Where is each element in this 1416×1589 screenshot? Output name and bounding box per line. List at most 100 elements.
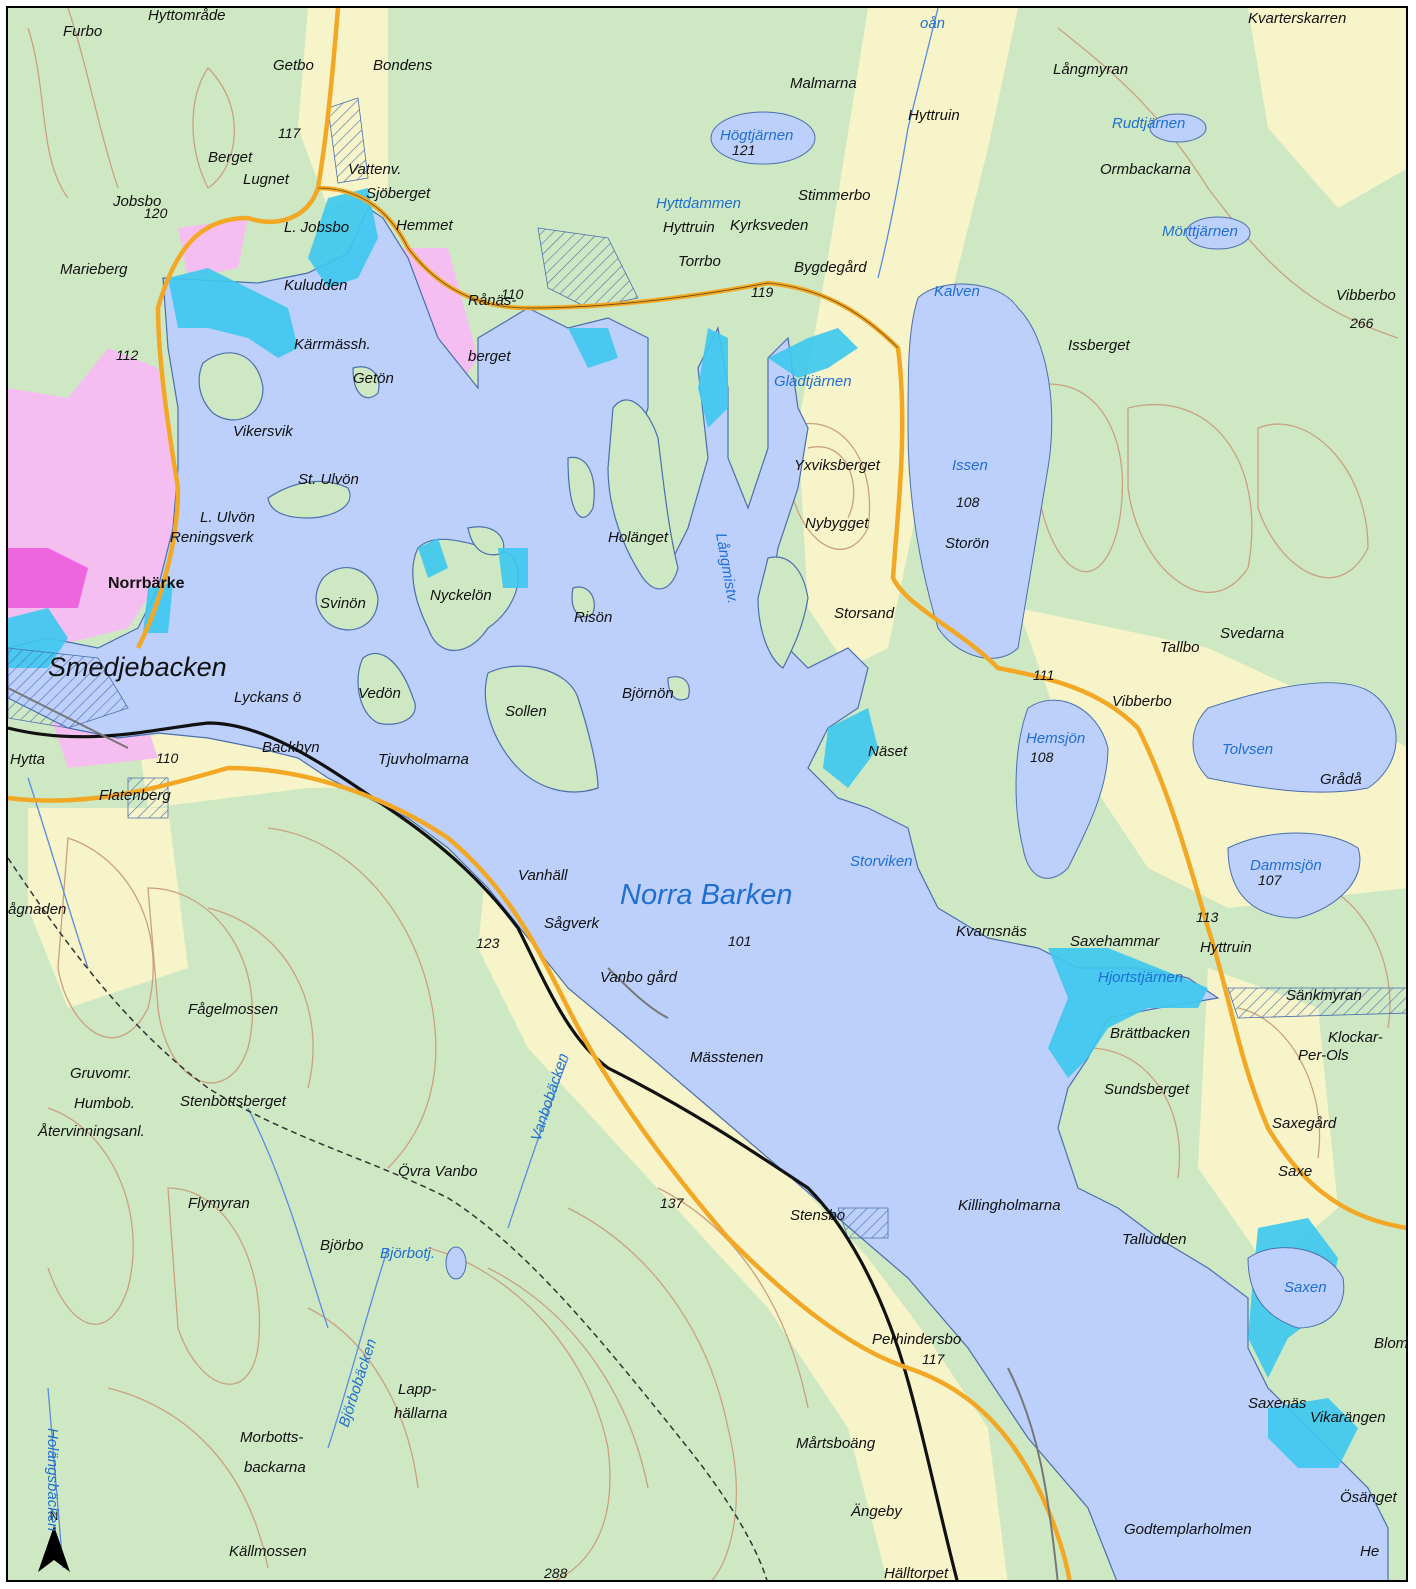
place-label: Bygdegård [794,259,867,276]
place-label: Sollen [505,703,547,720]
place-label: Flymyran [188,1195,250,1212]
place-label: Grådå [1320,771,1362,788]
place-label: Godtemplarholmen [1124,1521,1252,1538]
elevation-label: 110 [156,750,179,766]
water-label: Issen [952,457,988,474]
place-label: Humbob. [74,1095,135,1112]
place-label: Hyttruin [663,219,715,236]
place-label: Jobsbo [112,193,161,210]
place-label: Vanbo gård [600,969,678,986]
place-label: Malmarna [790,75,857,92]
elevation-label: 108 [1030,749,1054,765]
place-label: Vibberbo [1112,693,1172,710]
place-label: He [1360,1543,1379,1560]
place-label: Bondens [373,57,433,74]
water-label: Kalven [934,283,980,300]
place-label: Saxehammar [1070,933,1160,950]
place-label: Kyrksveden [730,217,808,234]
water-label: Hemsjön [1026,730,1085,747]
place-label: Rånäs- [468,292,516,309]
place-label: Mässtenen [690,1049,763,1066]
place-label: Storön [945,535,989,552]
place-label: Lugnet [243,171,290,188]
elevation-label: 266 [1349,315,1374,331]
place-label: Nyckelön [430,587,492,604]
railway [8,721,959,1580]
place-label: Hälltorpet [884,1565,949,1582]
north-arrow-letter: N [50,1509,59,1523]
contour-lines [27,8,1399,1580]
water-label: Norra Barken [620,879,792,911]
water-label: Hjortstjärnen [1098,969,1183,986]
place-label: Sjöberget [366,185,431,202]
place-label: Björnön [622,685,674,702]
water-label: Hyttdammen [656,195,741,212]
elevation-label: 120 [144,205,168,221]
minor-roads [8,687,1059,1580]
place-label: Återvinningsanl. [37,1123,145,1140]
place-label: Reningsverk [170,529,255,546]
place-label: Vanhäll [518,867,568,884]
elevation-label: 137 [660,1195,685,1211]
place-label: Getön [353,370,394,387]
place-label: Vedön [358,685,401,702]
place-label: Ösänget [1340,1488,1398,1506]
place-label: ågnaden [8,901,66,918]
elevation-label: 113 [1196,909,1219,925]
place-label: Sundsberget [1104,1081,1190,1098]
elevation-label: 117 [922,1351,946,1367]
elevation-label: 108 [956,494,980,510]
elevation-label: 101 [728,933,751,949]
place-label: Tjuvholmarna [378,751,469,768]
place-label: Kvarnsnäs [956,923,1027,940]
elevation-label: 288 [543,1565,568,1581]
place-label: Hyttområde [148,8,226,24]
water-label: Högtjärnen [720,127,793,144]
place-label: Yxviksberget [794,457,881,474]
place-label: Torrbo [678,253,721,270]
place-label: Lyckans ö [234,689,301,706]
place-label: Vibberbo [1336,287,1396,304]
place-label: Kuludden [284,277,347,294]
place-label: Holänget [608,529,669,546]
place-label: backarna [244,1459,306,1476]
water-label: Storviken [850,853,913,870]
map-canvas[interactable]: N FurboHyttområdeGetboBondensMalmarnaLån… [8,8,1408,1582]
elevation-label: 112 [116,347,139,363]
place-label: Hyttruin [908,107,960,124]
water-label: Dammsjön [1250,857,1322,874]
place-label: Ängeby [850,1503,903,1520]
place-label: Näset [868,743,908,760]
place-label: Getbo [273,57,314,74]
place-label: Saxegård [1272,1115,1337,1132]
place-label: Brättbacken [1110,1025,1190,1042]
place-label: Svedarna [1220,625,1284,642]
urban-areas [8,218,478,768]
place-label: Stimmerbo [798,187,871,204]
place-label: Sågverk [544,915,601,932]
place-label: Nybygget [805,515,869,532]
place-label: Ormbackarna [1100,161,1191,178]
elevation-label: 110 [501,286,524,302]
place-label: Hyttruin [1200,939,1252,956]
place-label: Storsand [834,605,895,622]
place-label: Morbotts- [240,1429,303,1446]
water-label: Holängsbäcken [44,1428,61,1531]
place-label: Mårtsboäng [796,1435,876,1452]
water-label: Gladtjärnen [774,373,852,390]
place-label: Hemmet [396,217,454,234]
north-arrow: N [38,1509,70,1572]
place-label: Backbyn [262,739,320,756]
place-label: Berget [208,149,253,166]
place-label: hällarna [394,1405,447,1422]
place-label: Kärrmässh. [294,336,371,353]
place-label: Marieberg [60,261,128,278]
elevation-label: 111 [1033,667,1054,683]
place-label: Killingholmarna [958,1197,1061,1214]
elevation-label: 117 [278,125,302,141]
place-label: Saxenäs [1248,1395,1307,1412]
place-label: Hytta [10,751,45,768]
